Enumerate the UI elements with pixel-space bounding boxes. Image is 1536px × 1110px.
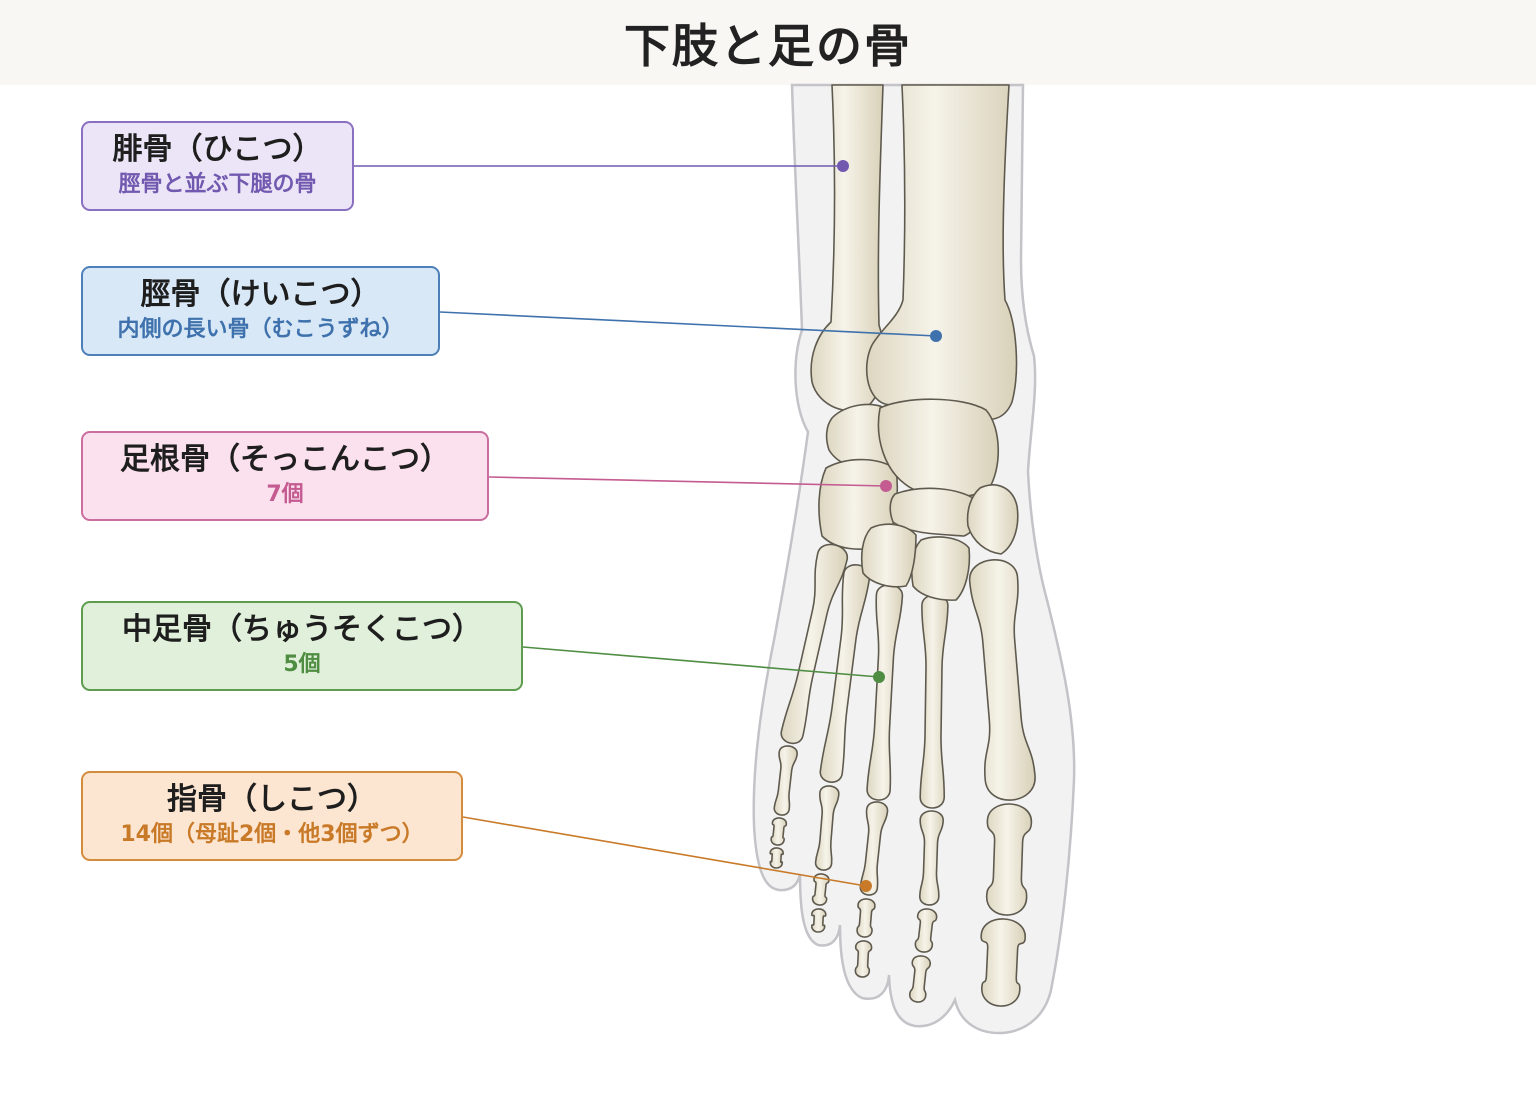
label-subtitle: 脛骨と並ぶ下腿の骨 xyxy=(118,172,317,197)
metatarsal-1-bone xyxy=(968,559,1036,801)
pointer-dot-metatarsals xyxy=(873,671,885,683)
metatarsals-and-phalanges xyxy=(769,543,1036,1007)
label-title: 脛骨（けいこつ） xyxy=(140,277,381,312)
metatarsal-5-bone xyxy=(780,543,848,745)
phalanx-3-distal-bone xyxy=(854,940,873,978)
phalanx-4-proximal-bone xyxy=(814,785,840,871)
medial-cuneiform-bone xyxy=(966,484,1019,555)
phalanx-1-proximal-bone xyxy=(985,803,1033,916)
pointer-dot-tarsals xyxy=(880,480,892,492)
phalanx-3-middle-bone xyxy=(856,898,876,938)
label-box-phalanges: 指骨（しこつ） 14個（母趾2個・他3個ずつ） xyxy=(81,771,463,861)
label-subtitle: 7個 xyxy=(266,482,304,507)
phalanx-1-distal-bone xyxy=(980,918,1027,1007)
leader-line-phalanges xyxy=(462,816,867,887)
leader-line-tarsals xyxy=(488,476,887,487)
metatarsal-2-bone xyxy=(919,594,949,809)
phalanx-4-middle-bone xyxy=(811,873,830,906)
phalanx-5-proximal-bone xyxy=(773,745,798,816)
phalanx-3-proximal-bone xyxy=(859,801,889,896)
label-subtitle: 14個（母趾2個・他3個ずつ） xyxy=(120,822,424,847)
label-subtitle: 内側の長い骨（むこうずね） xyxy=(117,317,404,342)
phalanx-5-distal-bone xyxy=(769,847,784,869)
label-title: 中足骨（ちゅうそくこつ） xyxy=(122,612,482,647)
pointer-dot-phalanges xyxy=(860,880,872,892)
lateral-cuneiform-bone xyxy=(860,523,917,588)
phalanx-2-distal-bone xyxy=(909,955,931,1003)
phalanx-2-proximal-bone xyxy=(918,810,945,906)
label-subtitle: 5個 xyxy=(283,652,321,677)
label-title: 足根骨（そっこんこつ） xyxy=(120,442,450,477)
leader-line-metatarsals xyxy=(522,646,880,678)
metatarsal-3-bone xyxy=(866,584,904,801)
label-title: 腓骨（ひこつ） xyxy=(112,132,323,167)
phalanx-2-middle-bone xyxy=(914,908,938,953)
label-box-tibia: 脛骨（けいこつ） 内側の長い骨（むこうずね） xyxy=(81,266,440,356)
label-title: 指骨（しこつ） xyxy=(167,782,377,817)
tarsal-bones xyxy=(818,398,1019,601)
pointer-dot-fibula xyxy=(837,160,849,172)
phalanx-4-distal-bone xyxy=(810,908,827,933)
navicular-bone xyxy=(889,487,980,537)
phalanx-5-middle-bone xyxy=(770,817,788,846)
intermediate-cuneiform-bone xyxy=(910,536,971,601)
label-box-metatarsals: 中足骨（ちゅうそくこつ） 5個 xyxy=(81,601,523,691)
label-box-tarsals: 足根骨（そっこんこつ） 7個 xyxy=(81,431,489,521)
title-band: 下肢と足の骨 xyxy=(0,0,1536,85)
pointer-dot-tibia xyxy=(930,330,942,342)
leader-line-tibia xyxy=(439,311,937,337)
label-box-fibula: 腓骨（ひこつ） 脛骨と並ぶ下腿の骨 xyxy=(81,121,354,211)
diagram-title: 下肢と足の骨 xyxy=(624,18,912,73)
